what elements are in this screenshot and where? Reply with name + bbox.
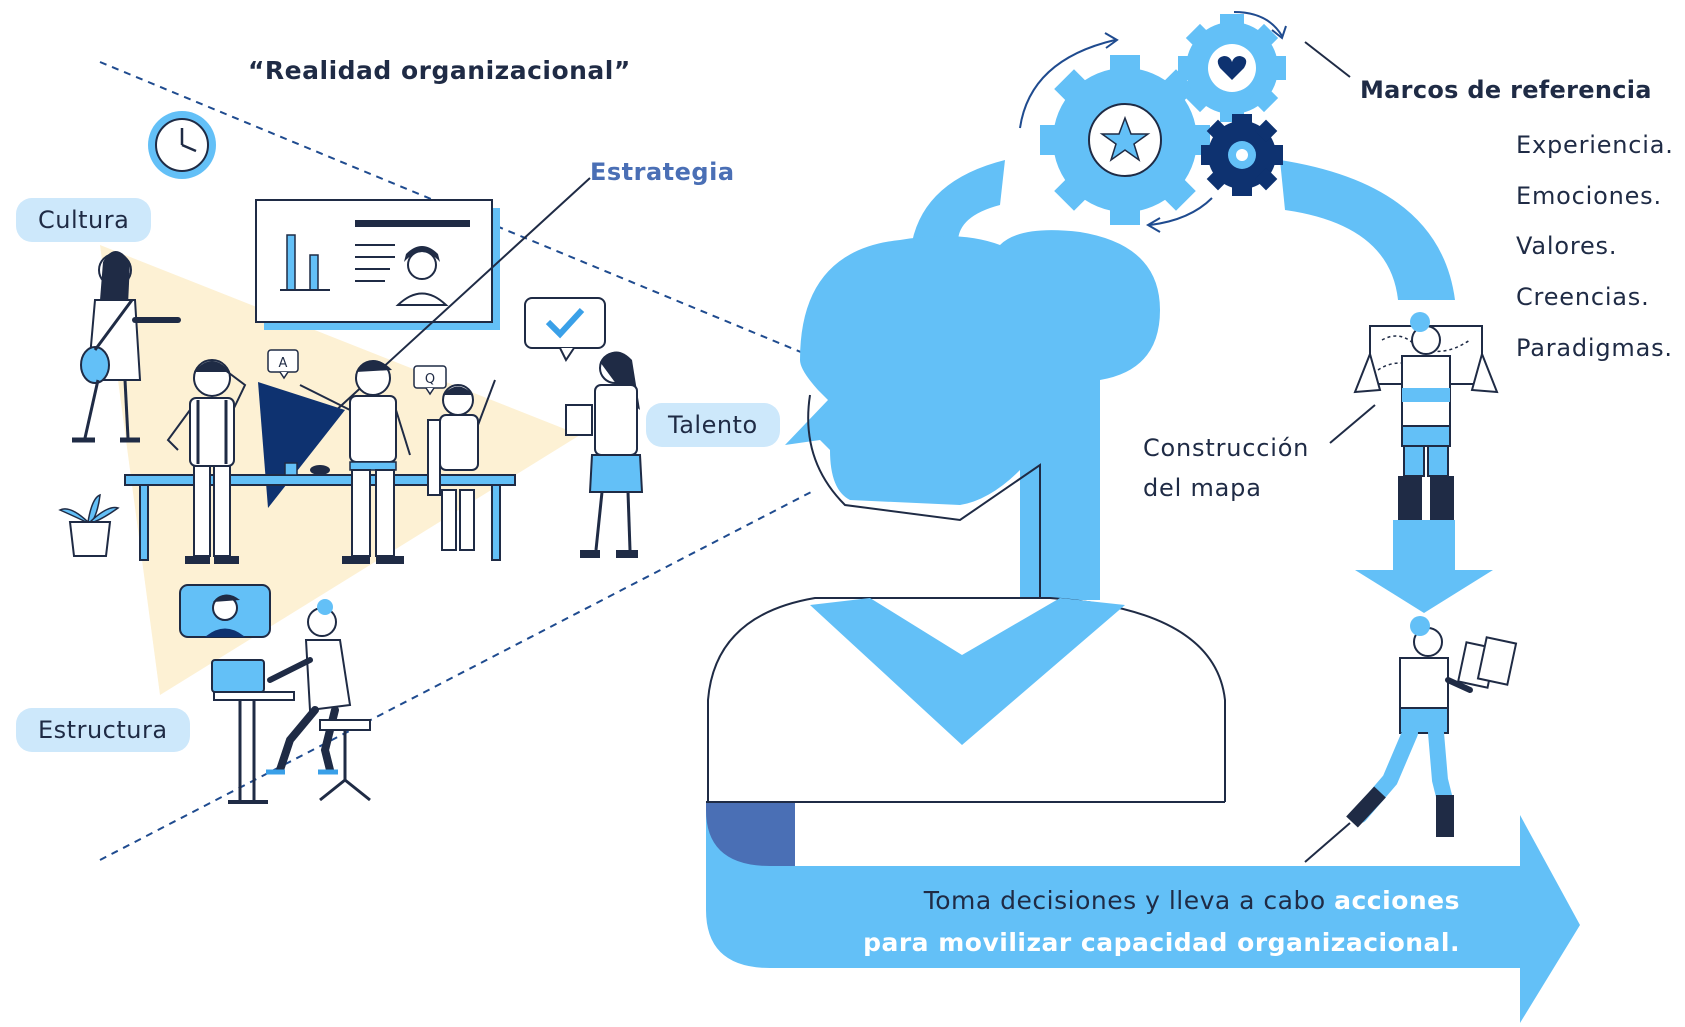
rotate-arrow-top-head	[1271, 25, 1287, 40]
person-seated-raising-hand-icon	[427, 379, 496, 551]
reality-triangle	[100, 245, 580, 695]
person-laptop-worker-icon	[211, 599, 371, 804]
person-talent-icon	[565, 351, 644, 558]
person-walking-documents-icon	[1346, 616, 1518, 837]
talento-pill: Talento	[646, 403, 780, 447]
frames-item-creencias: Creencias.	[1516, 283, 1650, 311]
rotate-arrow-left-head	[1104, 32, 1119, 49]
rotate-arrow-left-icon	[1019, 39, 1116, 129]
strategy-label: Estrategia	[590, 158, 735, 186]
action-pointer-line	[1304, 822, 1351, 863]
action-caption-text: Toma decisiones y lleva a cabo	[923, 886, 1335, 915]
rotate-arrow-bottom-head	[1146, 217, 1161, 233]
frames-item-experiencia: Experiencia.	[1516, 131, 1674, 159]
presentation-board-icon	[255, 199, 500, 330]
frames-heading: Marcos de referencia	[1360, 76, 1652, 104]
dashed-line-bottom	[99, 489, 816, 861]
speech-bubble-q-icon: Q	[413, 365, 447, 396]
plant-icon	[58, 493, 120, 557]
head-silhouette	[706, 230, 1226, 803]
map-label: Construcción del mapa	[1143, 428, 1309, 508]
checkmark-bubble-icon	[524, 297, 606, 362]
map-label-line2: del mapa	[1143, 474, 1262, 502]
rotate-arrow-top-icon	[1233, 11, 1283, 37]
map-pointer-line	[1329, 404, 1376, 444]
speech-bubble-a-letter: A	[279, 356, 288, 371]
frames-item-valores: Valores.	[1516, 232, 1618, 260]
speech-bubble-q-letter: Q	[425, 372, 435, 387]
map-label-line1: Construcción	[1143, 434, 1310, 462]
gear-star-icon	[1040, 55, 1210, 225]
person-culture-icon	[72, 251, 181, 443]
action-arrow	[706, 802, 1580, 1023]
cycle-arc-left	[912, 160, 1005, 242]
person-thinking-icon	[166, 359, 247, 564]
cycle-arc-right	[1280, 160, 1455, 300]
frames-item-paradigmas: Paradigmas.	[1516, 334, 1673, 362]
video-call-icon	[179, 584, 271, 638]
action-arrow-corner	[706, 802, 795, 866]
action-caption-line2: para movilizar capacidad organizacional.	[863, 928, 1460, 957]
rotate-arrow-bottom-icon	[1149, 197, 1213, 226]
frames-item-emociones: Emociones.	[1516, 182, 1662, 210]
gear-dot-icon	[1201, 114, 1283, 196]
action-caption-highlight-acciones: acciones	[1334, 886, 1460, 915]
person-presenter-icon	[299, 360, 411, 564]
cultura-pill: Cultura	[16, 198, 152, 242]
person-map-builder-icon	[1353, 312, 1499, 520]
gear-heart-icon	[1178, 14, 1286, 122]
action-caption: Toma decisiones y lleva a cabo acciones …	[860, 880, 1460, 964]
frames-pointer-line	[1304, 41, 1351, 78]
down-arrow-icon	[1355, 520, 1493, 613]
meeting-table	[124, 462, 516, 561]
diagram-title: “Realidad organizacional”	[248, 56, 631, 85]
speech-bubble-a-icon: A	[267, 349, 299, 380]
clock-icon	[148, 111, 216, 179]
action-caption-line1: Toma decisiones y lleva a cabo acciones	[860, 880, 1460, 922]
estructura-pill: Estructura	[16, 708, 190, 752]
